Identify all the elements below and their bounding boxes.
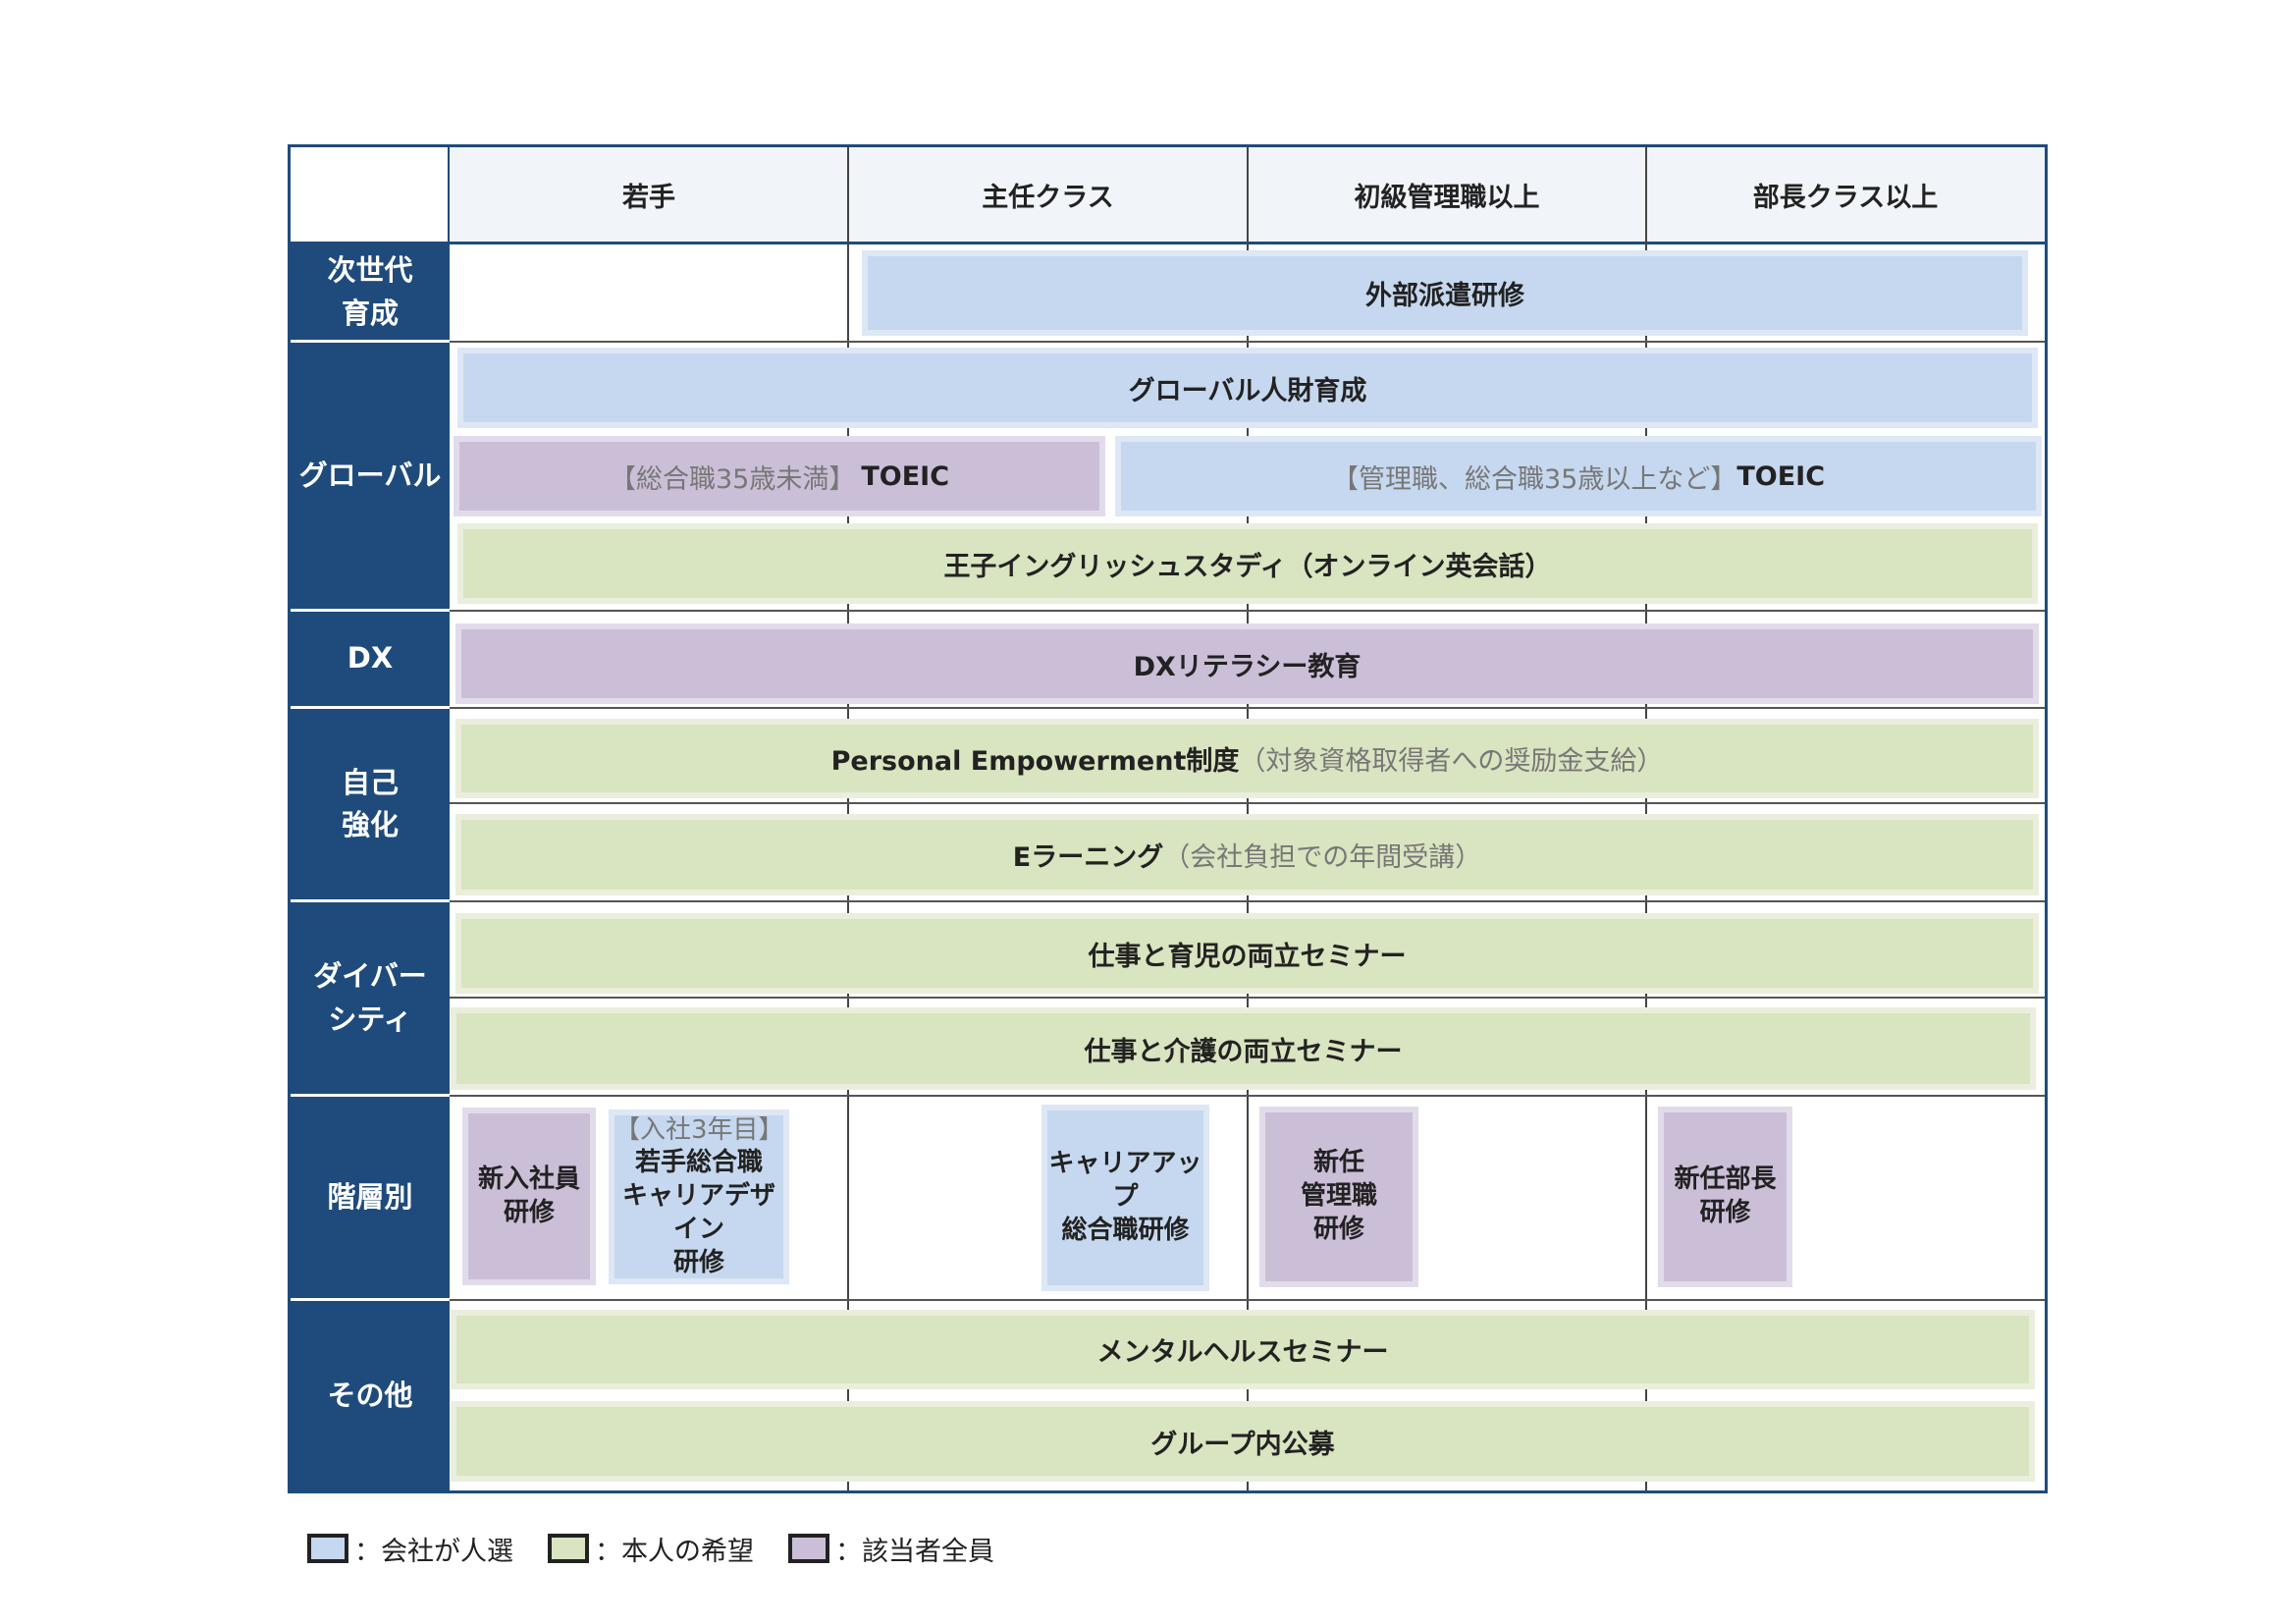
program-oji-english: 王子イングリッシュスタディ（オンライン英会話） [457,523,2038,604]
program-label: TOEIC [861,460,950,492]
legend-swatch-blue [307,1534,348,1563]
row-label-dx: DX [291,612,450,709]
row-label-jisedai: 次世代 育成 [291,244,450,343]
legend: ：会社が人選 ：本人の希望 ：該当者全員 [307,1527,1029,1570]
program-shinnin-kanri: 新任 管理職 研修 [1259,1107,1418,1287]
program-label: 王子イングリッシュスタディ（オンライン英会話） [943,551,1552,582]
program-note: （会社負担での年間受講） [1163,842,1482,873]
program-label: 仕事と介護の両立セミナー [1084,1036,1403,1067]
program-personal-empowerment: Personal Empowerment制度 （対象資格取得者への奨励金支給） [455,719,2039,798]
legend-item-all: ：該当者全員 [788,1530,994,1568]
program-gaibu-haken: 外部派遣研修 [862,250,2028,336]
row-divider [450,802,2045,804]
legend-label: ：本人の希望 [595,1536,754,1567]
program-label: 新任部長 研修 [1674,1164,1777,1227]
legend-swatch-purple [788,1534,829,1563]
row-label-global: グローバル [291,343,450,612]
program-label: 仕事と育児の両立セミナー [1088,941,1407,972]
row-label-sonota: その他 [291,1301,450,1490]
header-corner [291,147,450,242]
program-label: グローバル人財育成 [1128,375,1367,406]
legend-item-company: ：会社が人選 [307,1530,513,1568]
program-label: 新入社員 研修 [477,1164,580,1227]
program-kaigo-seminar: 仕事と介護の両立セミナー [451,1007,2036,1090]
legend-item-self: ：本人の希望 [548,1530,754,1568]
program-label: TOEIC [1736,460,1826,492]
header-row: 若手 主任クラス 初級管理職以上 部長クラス以上 [291,147,2045,244]
row-divider [450,1299,2045,1301]
program-label: Eラーニング [1012,842,1164,873]
row-divider [450,1095,2045,1097]
program-label: Personal Empowerment制度 [830,746,1240,777]
legend-swatch-green [548,1534,589,1563]
program-note: 【入社3年目】 [614,1114,784,1145]
col-header-shokyu-kanri: 初級管理職以上 [1354,182,1540,213]
program-dx-literacy: DXリテラシー教育 [455,623,2039,704]
row-label-diversity: ダイバー シティ [291,902,450,1097]
program-label: 新任 管理職 研修 [1300,1148,1377,1244]
program-toeic-manager: 【管理職、総合職35歳以上など】 TOEIC [1115,436,2042,516]
program-label: 若手総合職 キャリアデザイン 研修 [621,1148,775,1277]
row-divider [450,707,2045,709]
row-label-kaisobetsu: 階層別 [291,1097,450,1301]
legend-label: ：該当者全員 [835,1536,994,1567]
row-divider [450,610,2045,612]
row-divider [450,341,2045,343]
program-group-koubo: グループ内公募 [451,1401,2035,1482]
program-note: 【管理職、総合職35歳以上など】 [1331,463,1737,495]
program-shinnyu-shain: 新入社員 研修 [462,1108,596,1285]
program-note: （対象資格取得者への奨励金支給） [1239,746,1664,777]
col-header-bucho: 部長クラス以上 [1752,182,1939,213]
program-mental-health: メンタルヘルスセミナー [451,1310,2035,1389]
row-divider [450,997,2045,999]
program-label: グループ内公募 [1150,1429,1335,1460]
program-career-up: キャリアアップ 総合職研修 [1041,1105,1209,1291]
program-label: 外部派遣研修 [1365,281,1524,311]
program-shinnin-bucho: 新任部長 研修 [1658,1107,1792,1287]
program-wakate-career: 【入社3年目】 若手総合職 キャリアデザイン 研修 [609,1110,789,1284]
row-label-jiko: 自己 強化 [291,709,450,902]
program-elearning: Eラーニング （会社負担での年間受講） [455,814,2039,895]
program-note: 【総合職35歳未満】 [609,463,856,495]
program-ikuji-seminar: 仕事と育児の両立セミナー [455,913,2039,994]
legend-label: ：会社が人選 [354,1536,513,1567]
program-label: メンタルヘルスセミナー [1096,1337,1389,1368]
program-toeic-young: 【総合職35歳未満】 TOEIC [454,436,1105,516]
col-header-wakate: 若手 [622,182,675,213]
program-label: DXリテラシー教育 [1133,651,1362,682]
program-label: キャリアアップ 総合職研修 [1048,1149,1202,1245]
row-divider [450,900,2045,902]
training-matrix: 若手 主任クラス 初級管理職以上 部長クラス以上 次世代 育成 グローバル DX… [288,144,2048,1493]
col-header-shunin: 主任クラス [982,182,1114,213]
program-global-jinzai: グローバル人財育成 [457,348,2038,428]
